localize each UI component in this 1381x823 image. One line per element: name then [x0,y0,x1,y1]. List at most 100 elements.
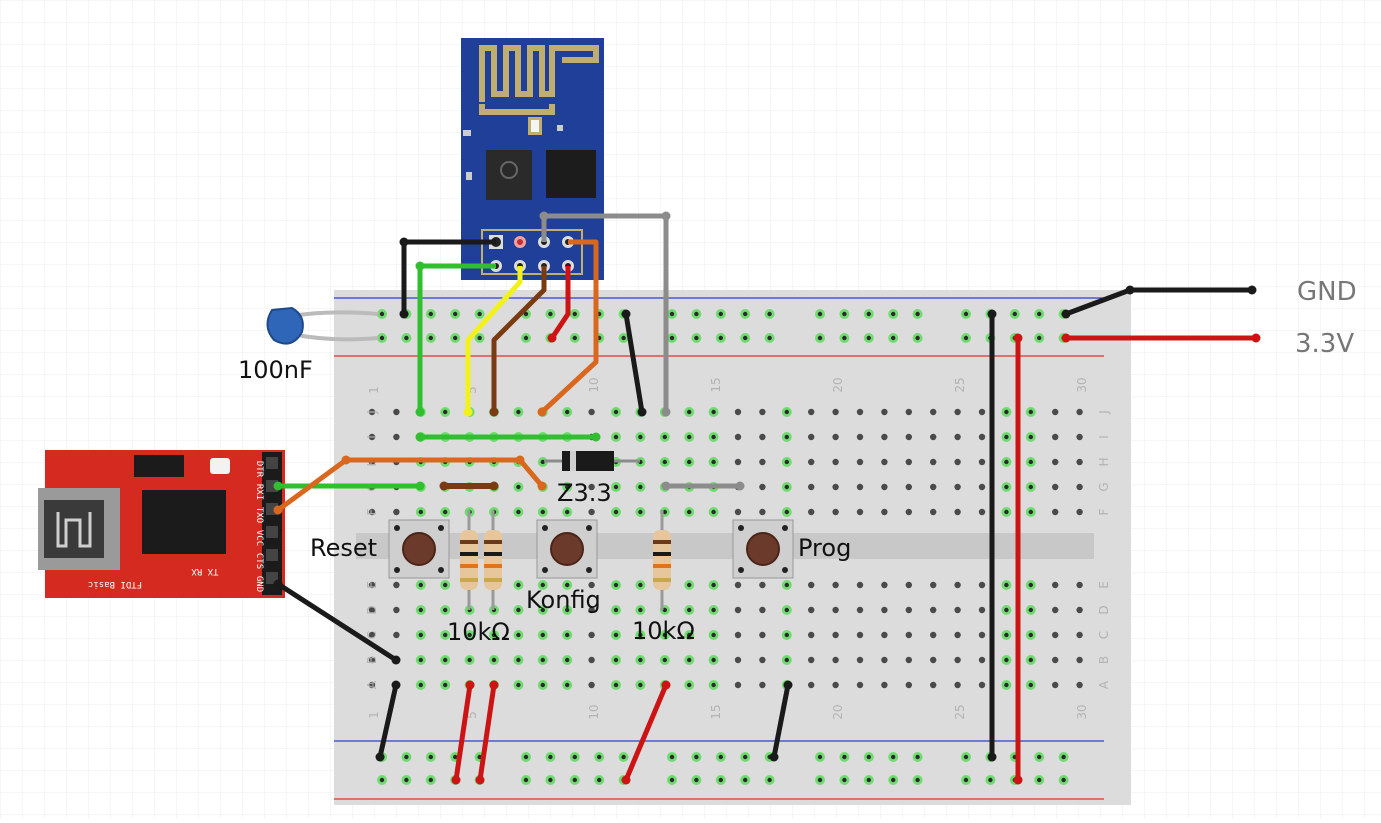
breadboard-hole [734,458,742,466]
breadboard-hole-center [767,777,772,783]
breadboard-hole [954,433,961,441]
resistor-band [653,552,671,556]
breadboard-hole-center [540,657,545,663]
breadboard-hole-center [1004,582,1009,588]
breadboard-hole-center [523,777,529,783]
wire-end [489,481,499,491]
center-channel [356,533,1094,559]
breadboard-hole-center [1004,657,1009,663]
breadboard-hole [978,581,986,589]
ftdi-pin-label: RXI [254,484,264,500]
breadboard-hole-center [743,754,748,760]
wire-end [475,775,485,785]
breadboard-hole [954,408,961,416]
breadboard-hole-center [379,335,385,341]
breadboard-hole-center [565,409,570,415]
wire-orange-esp [540,239,599,414]
resistor-3[interactable] [653,510,671,610]
col-num-bottom: 20 [831,704,845,719]
ftdi-board[interactable]: DTR RXI TXO VCC CTS GND GRN BLK FTDI Bas… [38,450,297,598]
button-corner [738,525,744,531]
breadboard-hole-center [428,777,433,783]
breadboard-hole-center [662,657,667,663]
breadboard-hole [930,433,937,441]
breadboard-hole-center [638,582,643,588]
breadboard-hole [930,483,937,491]
resistor-right-label: 10kΩ [632,617,695,645]
breadboard-hole-center [1028,509,1034,515]
breadboard-hole-center [540,459,545,465]
breadboard-hole-center [491,632,497,638]
konfig-button[interactable] [536,519,598,579]
resistor-1[interactable] [460,510,478,610]
row-letter: J [1097,410,1111,415]
ftdi-pin-label: CTS [254,553,264,569]
breadboard-hole [856,606,864,614]
button-corner [438,567,444,573]
breadboard-hole [588,483,595,491]
breadboard-hole [759,408,766,416]
wire-endpoints [273,211,1261,785]
breadboard-hole-center [467,632,472,638]
breadboard-hole-center [613,682,619,688]
breadboard-hole-center [718,311,723,317]
breadboard-hole [808,483,815,491]
breadboard-hole [832,631,839,639]
esp-chip [486,150,532,200]
breadboard-hole-center [428,311,433,317]
breadboard-hole [808,681,815,689]
breadboard-hole-center [687,509,692,515]
breadboard-hole-center [687,632,692,638]
breadboard-hole [881,483,888,491]
wire-black-bottom [771,684,791,758]
breadboard-hole-center [516,632,521,638]
capacitor[interactable] [266,306,379,345]
button-cap [746,532,780,566]
breadboard-hole [393,606,400,614]
breadboard-hole [905,631,912,639]
col-num-top: 25 [953,377,967,392]
row-letter: B [365,656,379,664]
breadboard-hole [759,458,766,466]
wire-end [451,775,461,785]
breadboard-hole-center [1028,682,1034,688]
breadboard-hole [1052,606,1059,614]
wire-end [1013,333,1023,343]
resistor-band [484,552,502,556]
prog-button[interactable] [732,519,794,579]
breadboard-hole [588,508,595,516]
resistor-2[interactable] [484,510,502,610]
breadboard-hole-center [963,311,969,317]
breadboard-hole [954,458,961,466]
wire-end [465,680,475,690]
breadboard-hole [588,631,595,639]
wire-end [987,309,997,319]
reset-button[interactable] [388,519,450,579]
col-num-bottom: 15 [709,704,723,719]
breadboard-hole-center [784,409,789,415]
wire-brown [491,266,547,412]
breadboard-hole-center [1004,434,1009,440]
breadboard-hole [905,458,912,466]
breadboard-hole [978,681,986,689]
breadboard-hole-center [662,607,667,613]
resistor-band [460,540,478,544]
breadboard-hole-center [565,682,570,688]
breadboard-hole [1052,458,1059,466]
breadboard-hole-center [1004,607,1009,613]
esp-chip-logo [500,161,518,179]
breadboard-hole-center [891,335,896,341]
breadboard-hole [734,408,742,416]
resistor-band [653,540,671,544]
breadboard-hole [954,631,961,639]
breadboard-hole-center [540,632,545,638]
row-letter: C [365,631,379,639]
ftdi-bottom-label: BLK [287,574,297,591]
breadboard-hole-center [613,582,619,588]
breadboard-hole-center [638,509,643,515]
zener-diode[interactable] [544,451,640,471]
breadboard-hole [856,483,864,491]
col-num-bottom: 25 [953,704,967,719]
row-letter: E [1097,581,1111,589]
row-letter: D [1097,605,1111,614]
